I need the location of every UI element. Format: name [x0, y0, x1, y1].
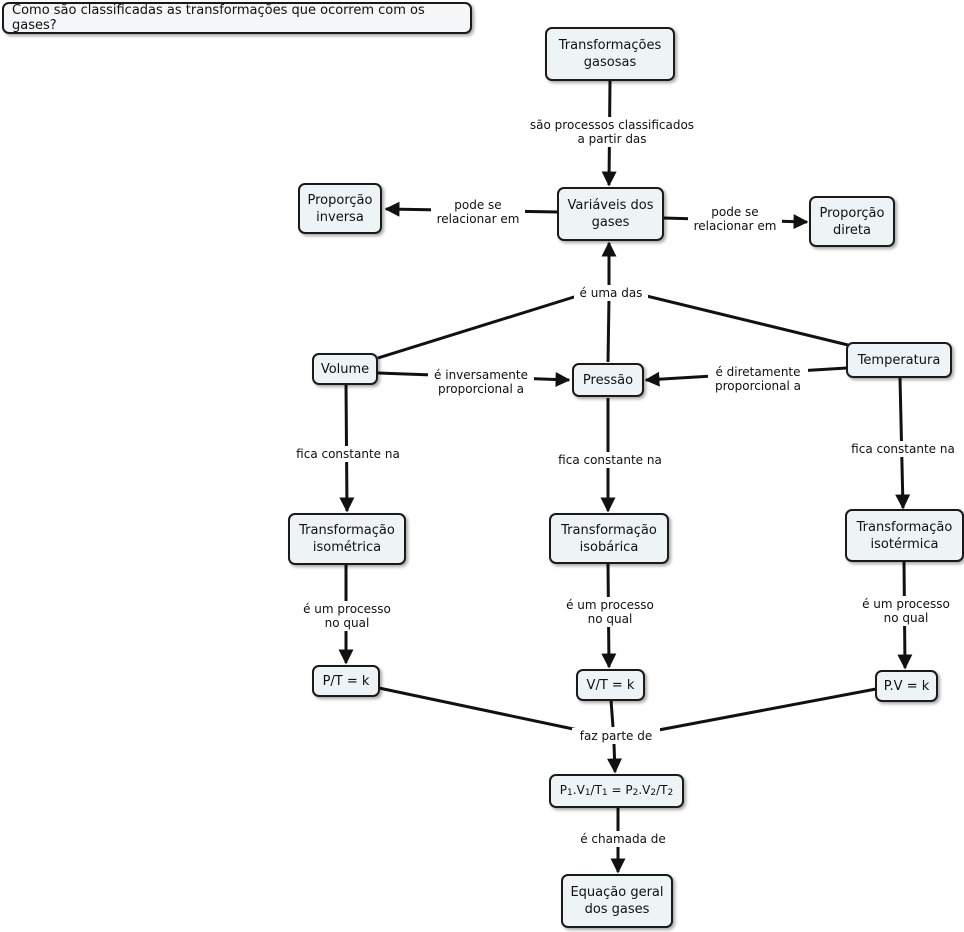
link-label-faz-parte: faz parte de: [572, 728, 660, 744]
link-label-fica-volume: fica constante na: [291, 446, 405, 462]
node-variaveis-dos-gases[interactable]: Variáveis dos gases: [557, 187, 664, 241]
link-label-diretamente: é diretamente proporcional a: [708, 364, 808, 394]
formula-text: P1.V1/T1 = P2.V2/T2: [559, 782, 674, 798]
link-label-pode-se-inversa: pode se relacionar em: [431, 197, 525, 227]
link-label-e-uma-das: é uma das: [574, 285, 648, 301]
node-vt-k[interactable]: V/T = k: [576, 669, 645, 701]
node-transformacoes-gasosas[interactable]: Transformações gasosas: [545, 27, 675, 81]
node-proporcao-inversa[interactable]: Proporção inversa: [298, 183, 382, 234]
link-label-pode-se-direta: pode se relacionar em: [688, 204, 782, 234]
node-transformacao-isometrica[interactable]: Transformação isométrica: [288, 513, 406, 565]
link-label-processo-1: é um processo no qual: [295, 601, 399, 631]
link-label-inversamente: é inversamente proporcional a: [428, 367, 534, 397]
node-pressao[interactable]: Pressão: [572, 363, 644, 397]
node-equacao-formula[interactable]: P1.V1/T1 = P2.V2/T2: [549, 774, 684, 808]
link-label-fica-temperatura: fica constante na: [846, 441, 960, 457]
link-pressao-hub: [606, 297, 611, 363]
node-volume[interactable]: Volume: [312, 353, 378, 385]
focus-question: Como são classificadas as transformações…: [2, 2, 472, 34]
node-proporcao-direta[interactable]: Proporção direta: [809, 196, 895, 247]
link-label-processo-2: é um processo no qual: [558, 597, 662, 627]
node-transformacao-isotermica[interactable]: Transformação isotérmica: [845, 509, 964, 562]
link-label-processo-3: é um processo no qual: [854, 596, 958, 626]
node-equacao-geral[interactable]: Equação geral dos gases: [561, 874, 673, 928]
link-vt-fazparte: [609, 699, 615, 728]
link-fazparte-formula: [607, 743, 623, 774]
node-pt-k[interactable]: P/T = k: [312, 665, 380, 697]
link-pv-fazparte: [647, 687, 877, 734]
link-temperatura-hub: [629, 290, 849, 347]
link-label-chamada: é chamada de: [574, 831, 672, 847]
link-pt-fazparte: [378, 686, 579, 732]
link-volume-hub: [377, 290, 591, 360]
link-label-sao-processos: são processos classificados a partir das: [526, 117, 698, 147]
node-temperatura[interactable]: Temperatura: [846, 342, 952, 378]
node-pv-k[interactable]: P.V = k: [875, 670, 938, 702]
node-transformacao-isobarica[interactable]: Transformação isobárica: [549, 513, 669, 564]
link-label-fica-pressao: fica constante na: [553, 452, 667, 468]
